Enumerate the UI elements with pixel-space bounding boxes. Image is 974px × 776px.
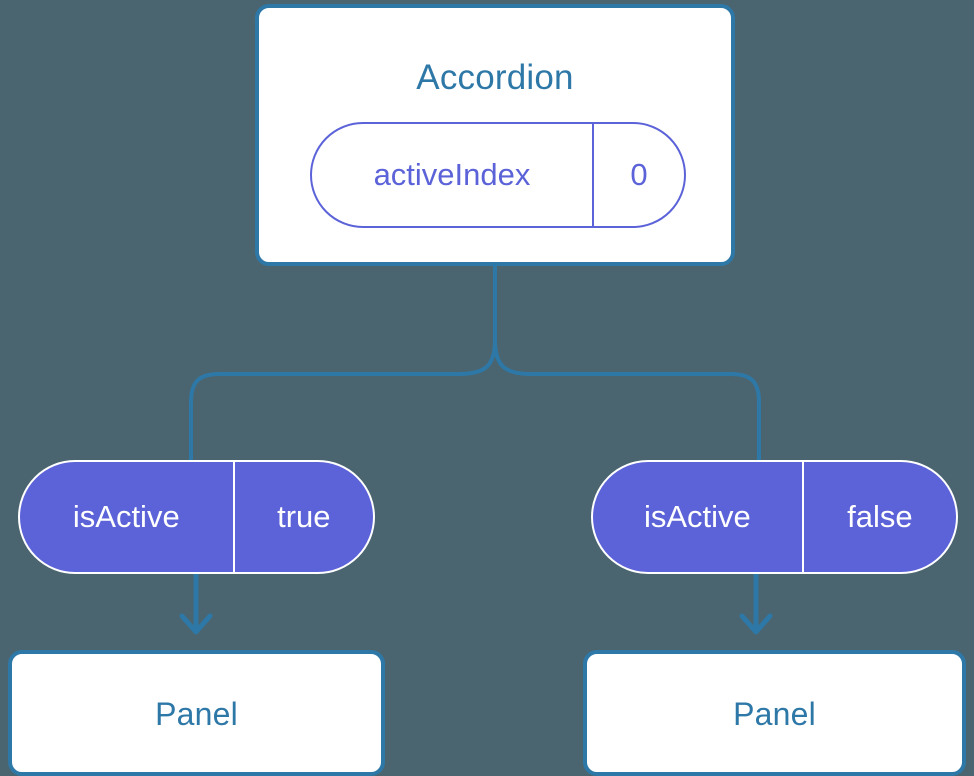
arrow-right-pill-to-panel [739, 574, 773, 635]
prop-chip-key: isActive [72, 499, 180, 534]
node-accordion-card[interactable]: Accordion activeIndex 0 [255, 4, 735, 266]
prop-chip-activeindex[interactable]: activeIndex 0 [310, 122, 686, 228]
connector-root-to-left [189, 264, 497, 462]
node-panel-card-left[interactable]: Panel [8, 650, 385, 776]
prop-chip-value: 0 [591, 124, 684, 226]
prop-chip-isactive-true[interactable]: isActive true [18, 460, 375, 574]
panel-title: Panel [155, 696, 238, 732]
node-panel-card-right[interactable]: Panel [583, 650, 966, 776]
prop-chip-value: false [801, 462, 956, 572]
connector-root-to-right [493, 264, 761, 462]
panel-title: Panel [733, 696, 816, 732]
accordion-title: Accordion [416, 58, 574, 97]
arrow-left-pill-to-panel [179, 574, 213, 635]
prop-chip-key: isActive [643, 499, 751, 534]
prop-chip-key: activeIndex [373, 157, 531, 192]
prop-chip-value: true [232, 462, 373, 572]
prop-chip-isactive-false[interactable]: isActive false [591, 460, 958, 574]
